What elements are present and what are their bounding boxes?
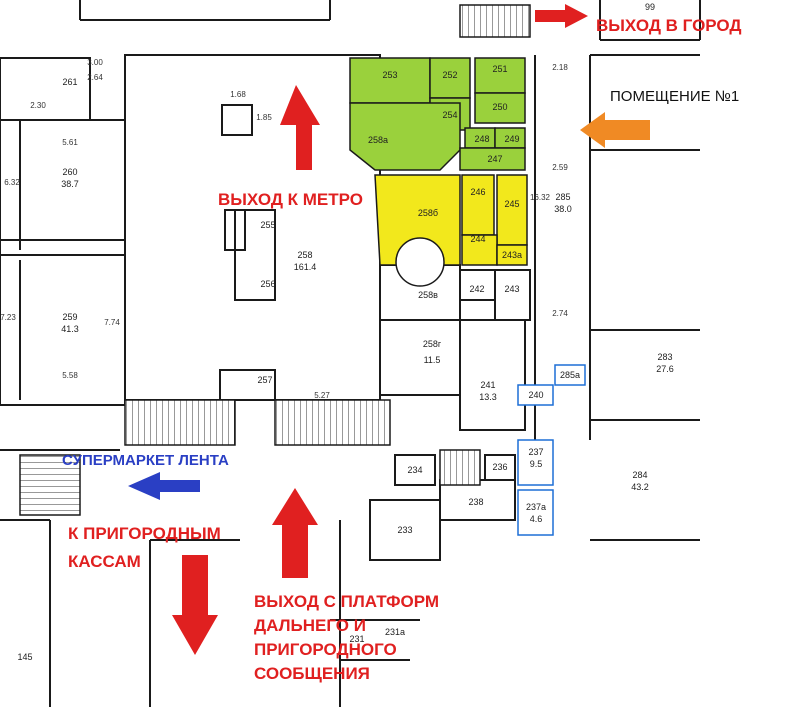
arrows	[128, 4, 650, 655]
room-251: 251	[492, 64, 507, 74]
platform-exit-label-1: ВЫХОД С ПЛАТФОРМ	[254, 592, 439, 611]
room-numbers: 261 260 38.7 259 41.3 258 161.4 255 256 …	[17, 2, 673, 662]
room-242: 242	[469, 284, 484, 294]
dim-7-23: 7.23	[0, 313, 16, 322]
dim-6-32: 6.32	[4, 178, 20, 187]
room-257: 257	[257, 375, 272, 385]
room-247: 247	[487, 154, 502, 164]
green-rooms	[349, 57, 526, 171]
room-258a: 258а	[368, 135, 388, 145]
dim-3-00: 3.00	[87, 58, 103, 67]
dim-16-32: 16.32	[530, 193, 551, 202]
room-244: 244	[470, 234, 485, 244]
exit-city-arrow	[535, 4, 588, 28]
yellow-rooms	[374, 174, 528, 266]
room-231: 231	[349, 634, 364, 644]
room-256: 256	[260, 279, 275, 289]
room-283-area: 27.6	[656, 364, 674, 374]
suburban-cashdesk-label-1: К ПРИГОРОДНЫМ	[68, 524, 221, 543]
room-261: 261	[62, 77, 77, 87]
room-258g: 258г	[423, 339, 442, 349]
dim-2-64: 2.64	[87, 73, 103, 82]
room-258v: 258в	[418, 290, 438, 300]
room-284: 284	[632, 470, 647, 480]
room-243a: 243а	[502, 250, 522, 260]
room-246: 246	[470, 187, 485, 197]
room-259-area: 41.3	[61, 324, 79, 334]
room-285-area: 38.0	[554, 204, 572, 214]
room-285: 285	[555, 192, 570, 202]
blue-rooms	[517, 364, 586, 536]
office-arrow	[580, 112, 650, 148]
room-231a: 231а	[385, 627, 405, 637]
dim-2-30: 2.30	[30, 101, 46, 110]
room-285a: 285а	[560, 370, 580, 380]
room-258: 258	[297, 250, 312, 260]
platform-exit-label-4: СООБЩЕНИЯ	[254, 664, 370, 683]
exit-city-label: ВЫХОД В ГОРОД	[596, 16, 742, 35]
room-245: 245	[504, 199, 519, 209]
dim-2-18: 2.18	[552, 63, 568, 72]
supermarket-label: СУПЕРМАРКЕТ ЛЕНТА	[62, 452, 229, 469]
room-99: 99	[645, 2, 655, 12]
room-248: 248	[474, 134, 489, 144]
platform-exit-arrow	[272, 488, 318, 578]
room-252: 252	[442, 70, 457, 80]
room-250: 250	[492, 102, 507, 112]
room-236: 236	[492, 462, 507, 472]
dim-1-68: 1.68	[230, 90, 246, 99]
platform-exit-label-3: ПРИГОРОДНОГО	[254, 640, 397, 659]
room-283: 283	[657, 352, 672, 362]
room-237a-area: 4.6	[530, 514, 543, 524]
stairs	[19, 4, 531, 516]
room-260-area: 38.7	[61, 179, 79, 189]
dim-1-85: 1.85	[256, 113, 272, 122]
exit-metro-label: ВЫХОД К МЕТРО	[218, 190, 363, 209]
dim-5-61: 5.61	[62, 138, 78, 147]
room-237: 237	[528, 447, 543, 457]
room-259: 259	[62, 312, 77, 322]
room-1-label: ПОМЕЩЕНИЕ №1	[610, 88, 740, 105]
room-241-area: 13.3	[479, 392, 497, 402]
room-254: 254	[442, 110, 457, 120]
dim-2-59: 2.59	[552, 163, 568, 172]
dim-7-74: 7.74	[104, 318, 120, 327]
room-253: 253	[382, 70, 397, 80]
room-233: 233	[397, 525, 412, 535]
dim-5-27: 5.27	[314, 391, 330, 400]
dimensions: 3.00 2.64 2.30 5.61 6.32 7.74 5.58 1.68 …	[0, 58, 568, 400]
column	[395, 237, 445, 287]
room-234: 234	[407, 465, 422, 475]
suburban-cashdesk-label-2: КАССАМ	[68, 552, 141, 571]
room-237-area: 9.5	[530, 459, 543, 469]
room-243: 243	[504, 284, 519, 294]
room-255: 255	[260, 220, 275, 230]
room-258-area: 161.4	[294, 262, 317, 272]
room-258g-area: 11.5	[424, 355, 441, 365]
room-258b: 258б	[418, 208, 438, 218]
room-240: 240	[528, 390, 543, 400]
supermarket-arrow	[128, 472, 200, 500]
cashdesk-arrow	[172, 555, 218, 655]
room-249: 249	[504, 134, 519, 144]
dim-5-58: 5.58	[62, 371, 78, 380]
room-284-area: 43.2	[631, 482, 649, 492]
room-145: 145	[17, 652, 32, 662]
room-237a: 237а	[526, 502, 546, 512]
platform-exit-label-2: ДАЛЬНЕГО И	[254, 616, 366, 635]
metro-arrow	[280, 85, 320, 170]
room-238: 238	[468, 497, 483, 507]
room-241: 241	[480, 380, 495, 390]
dim-2-74: 2.74	[552, 309, 568, 318]
room-260: 260	[62, 167, 77, 177]
